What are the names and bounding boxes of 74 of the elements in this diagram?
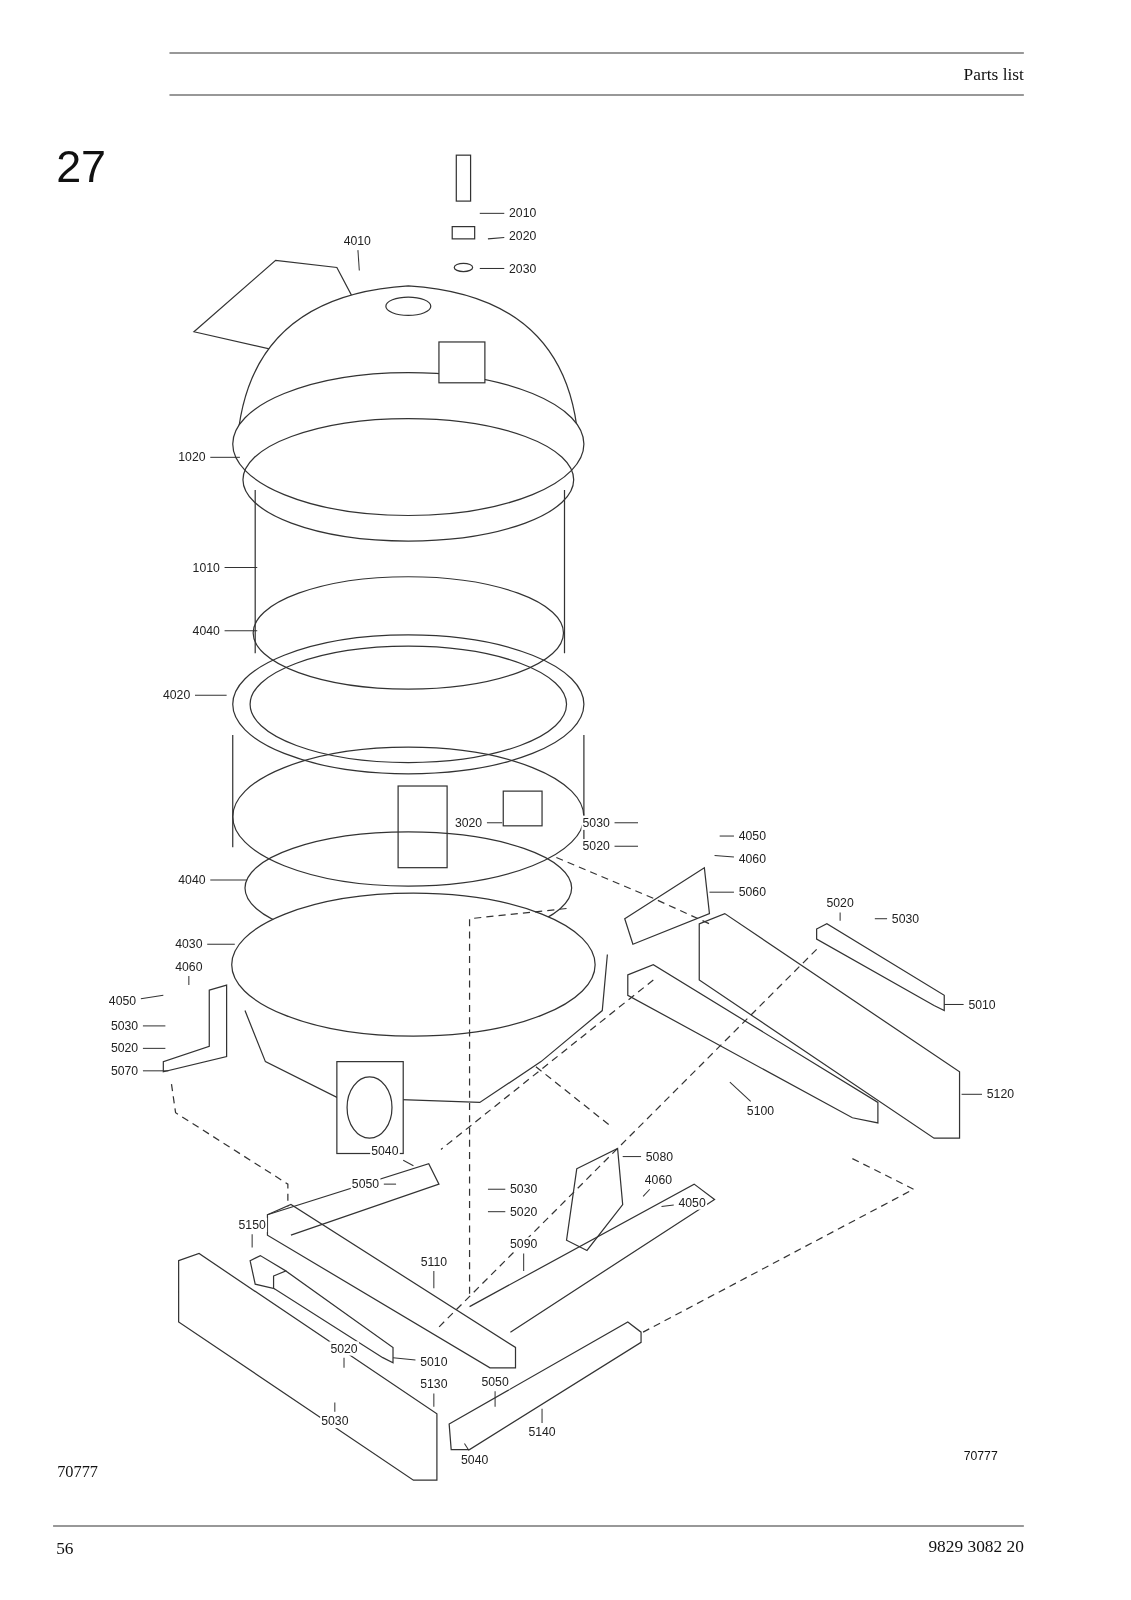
leader-line bbox=[839, 912, 841, 922]
callout-number: 5040 bbox=[370, 1143, 400, 1158]
callout-number: 4040 bbox=[191, 623, 221, 638]
callout-number: 5150 bbox=[237, 1217, 267, 1233]
leader-line bbox=[729, 1081, 752, 1102]
callout-number: 4060 bbox=[737, 851, 767, 866]
leader-line bbox=[479, 267, 505, 269]
leader-line bbox=[719, 835, 735, 837]
leader-line bbox=[194, 694, 228, 696]
figure-number: 70777 bbox=[57, 1462, 98, 1482]
leader-line bbox=[523, 1253, 525, 1272]
leader-line bbox=[494, 1390, 496, 1408]
callout-number: 5050 bbox=[350, 1177, 381, 1192]
callout-number: 4060 bbox=[174, 959, 204, 974]
leader-line bbox=[383, 1183, 397, 1185]
callout-number: 5070 bbox=[109, 1063, 140, 1078]
leader-line bbox=[224, 567, 258, 569]
page-heading: Parts list bbox=[963, 64, 1024, 85]
leader-line bbox=[614, 822, 639, 824]
callout-number: 2020 bbox=[508, 228, 538, 243]
callout-number: 5100 bbox=[745, 1103, 776, 1118]
callout-number: 5030 bbox=[890, 911, 921, 926]
callout-number: 5020 bbox=[509, 1204, 539, 1219]
leader-line bbox=[209, 456, 241, 458]
leader-line bbox=[402, 1159, 414, 1167]
leader-line bbox=[487, 236, 505, 240]
leader-line bbox=[343, 1357, 345, 1369]
leader-line bbox=[251, 1233, 253, 1248]
leader-line bbox=[334, 1402, 336, 1413]
leader-line bbox=[188, 975, 190, 986]
leader-line bbox=[209, 879, 248, 881]
callout-number: 1010 bbox=[191, 560, 221, 575]
callout-number: 5040 bbox=[460, 1452, 490, 1467]
figure-number: 70777 bbox=[963, 1448, 998, 1463]
leader-line bbox=[433, 1270, 435, 1289]
leader-line bbox=[541, 1408, 543, 1424]
callout-number: 5010 bbox=[967, 997, 997, 1012]
leader-line bbox=[433, 1392, 435, 1408]
leader-line bbox=[142, 1070, 169, 1072]
leader-line bbox=[142, 1025, 166, 1027]
leader-line bbox=[642, 1188, 651, 1197]
leader-line bbox=[961, 1093, 983, 1095]
leader-line bbox=[614, 845, 639, 847]
callout-number: 5080 bbox=[644, 1149, 675, 1164]
leader-line bbox=[874, 918, 888, 920]
leader-line bbox=[357, 249, 360, 271]
leader-line bbox=[486, 822, 503, 824]
callout-number: 5020 bbox=[329, 1341, 359, 1356]
document-number: 9829 3082 20 bbox=[928, 1536, 1024, 1557]
section-number: 27 bbox=[56, 140, 107, 192]
callout-number: 5090 bbox=[509, 1237, 539, 1252]
page-number: 56 bbox=[56, 1538, 74, 1559]
callout-number: 4050 bbox=[677, 1195, 707, 1210]
callout-number: 5030 bbox=[320, 1413, 350, 1429]
leader-line bbox=[392, 1357, 416, 1361]
leader-line bbox=[943, 1003, 965, 1005]
callout-number: 5030 bbox=[581, 815, 611, 830]
callout-number: 5010 bbox=[419, 1354, 449, 1369]
leader-line bbox=[708, 891, 735, 893]
leader-line bbox=[224, 630, 258, 632]
leader-line bbox=[479, 212, 505, 214]
leader-line bbox=[206, 943, 236, 945]
leader-line bbox=[487, 1211, 506, 1213]
leader-line bbox=[140, 994, 164, 1000]
leader-line bbox=[714, 854, 735, 858]
leader-line bbox=[487, 1188, 506, 1190]
leader-line bbox=[142, 1047, 166, 1049]
callout-number: 2030 bbox=[508, 261, 538, 276]
callout-number: 5050 bbox=[480, 1375, 510, 1390]
callout-number: 3020 bbox=[453, 815, 484, 830]
leader-line bbox=[463, 1442, 470, 1452]
callout-number: 5110 bbox=[419, 1254, 449, 1269]
leader-line bbox=[622, 1156, 642, 1158]
leader-line bbox=[660, 1204, 675, 1208]
